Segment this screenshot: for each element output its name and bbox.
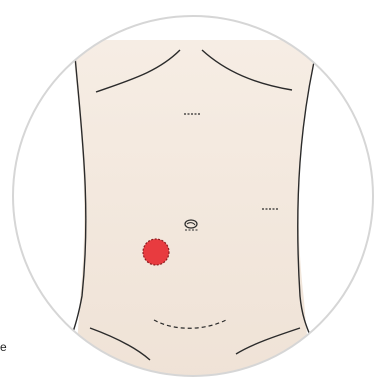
edge-text: e <box>0 340 7 354</box>
torso-skin <box>72 40 318 390</box>
torso-group <box>70 40 318 390</box>
pain-point-marker <box>143 239 169 265</box>
